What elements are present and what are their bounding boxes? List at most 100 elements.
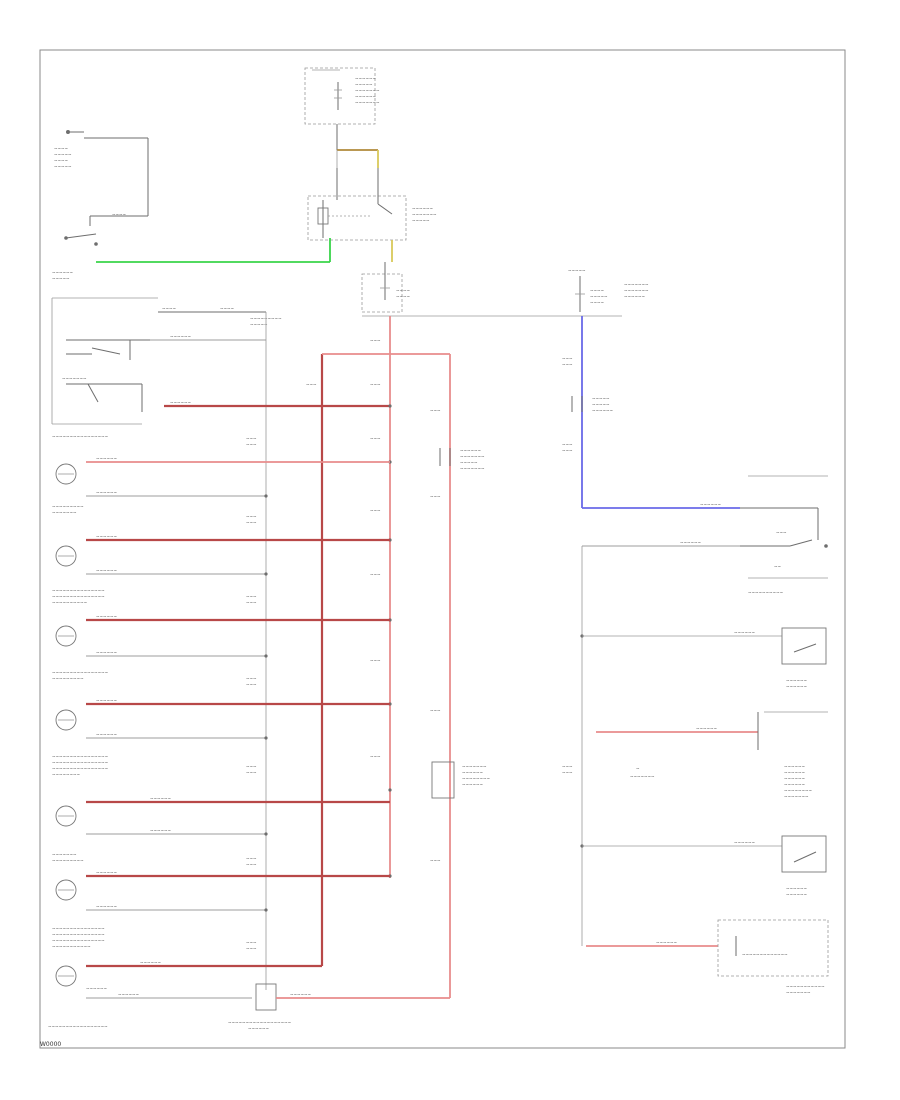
svg-text:~~~~~~: ~~~~~~ (96, 456, 118, 461)
svg-text:~~~~: ~~~~ (220, 306, 235, 311)
svg-text:~~~~~~: ~~~~~~ (96, 904, 118, 909)
svg-text:~~~~~~: ~~~~~~ (784, 764, 806, 769)
svg-text:~~~: ~~~ (370, 572, 381, 577)
shift-lever-lamp: ~~~~~~~~~~~~~~~~~~~~~~~~~~~ (431, 761, 491, 799)
svg-text:~~~: ~~~ (430, 858, 441, 863)
svg-text:~~~: ~~~ (246, 940, 257, 945)
svg-text:~~~~~: ~~~~~ (250, 322, 268, 327)
svg-text:~~~~~~~~~~~~~~~~: ~~~~~~~~~~~~~~~~ (52, 754, 109, 759)
key-lamp: ~~~~~~~~~~~~~~~~~~~~~~~~~~~~~~~~~~~~~ (430, 408, 485, 863)
svg-text:~~~: ~~~ (370, 338, 381, 343)
svg-text:~~~: ~~~ (246, 770, 257, 775)
lamp-3: ~~~~~~~~~~~~~~~~~~~~~~~~~~~~~~~~~~~~~ (52, 614, 390, 681)
svg-text:~~~~~~~~~~~: ~~~~~~~~~~~ (52, 944, 91, 949)
svg-text:~~~~~~~~~~~~~~~~: ~~~~~~~~~~~~~~~~ (52, 434, 109, 439)
svg-text:~~~: ~~~ (562, 362, 573, 367)
svg-text:~~~~~~~: ~~~~~~~ (412, 212, 437, 217)
svg-text:~~~~~~: ~~~~~~ (786, 892, 808, 897)
svg-text:~~~~~~~: ~~~~~~~ (52, 852, 77, 857)
svg-text:~~~: ~~~ (246, 594, 257, 599)
svg-text:~~~~~: ~~~~~ (355, 82, 373, 87)
svg-text:~~: ~~ (774, 564, 782, 569)
svg-text:~~~~~~~: ~~~~~~~ (462, 764, 487, 769)
svg-text:~~~~~: ~~~~~ (592, 396, 610, 401)
svg-text:~~~~~~: ~~~~~~ (412, 206, 434, 211)
interior-light-switch: ~~~~~~~~~~~~~~~~~~~~~ (700, 475, 828, 595)
diagram-border (39, 49, 846, 1049)
svg-text:~: ~ (636, 766, 640, 771)
right-door-switch: ~~~~~~~~~~~~~~~~~~ (580, 835, 827, 897)
svg-text:~~~~~~: ~~~~~~ (290, 992, 312, 997)
svg-text:~~~~~~: ~~~~~~ (624, 294, 646, 299)
bus-connectors: ~~~~~~~~~~~~~~~~~~~~~~~~ (306, 338, 392, 878)
svg-text:~~~~~~: ~~~~~~ (734, 840, 756, 845)
svg-text:~~~~~~: ~~~~~~ (96, 870, 118, 875)
svg-text:~~~~~~: ~~~~~~ (248, 1026, 270, 1031)
svg-text:~~~~~~~: ~~~~~~~ (786, 990, 811, 995)
svg-text:~~~~~~~~~~~~~~~~: ~~~~~~~~~~~~~~~~ (52, 766, 109, 771)
panel-light-control-switch: ~~~~~~~~~~~~~~~~~~~~~~~ (51, 297, 158, 439)
svg-text:~~~: ~~~ (246, 442, 257, 447)
svg-text:~~~~~~: ~~~~~~ (592, 408, 614, 413)
svg-text:~~~~~: ~~~~~ (52, 276, 70, 281)
svg-text:~~~: ~~~ (246, 600, 257, 605)
svg-text:~~~~~~: ~~~~~~ (786, 684, 808, 689)
svg-text:~~~~: ~~~~ (396, 288, 411, 293)
svg-text:~~~~~~: ~~~~~~ (696, 726, 718, 731)
svg-text:~~~~~: ~~~~~ (460, 460, 478, 465)
svg-text:~~~: ~~~ (246, 764, 257, 769)
svg-text:~~~~~~~: ~~~~~~~ (62, 376, 87, 381)
svg-text:~~~~~~~~~: ~~~~~~~~~ (52, 858, 84, 863)
svg-text:~~~~~~~~~~~~~~~~~~: ~~~~~~~~~~~~~~~~~~ (228, 1020, 292, 1025)
svg-text:~~~~~: ~~~~~ (592, 402, 610, 407)
svg-text:~~~~~~~: ~~~~~~~ (624, 282, 649, 287)
svg-text:~~~: ~~~ (246, 514, 257, 519)
svg-text:~~~~~~: ~~~~~~ (786, 678, 808, 683)
lamp-7: ~~~~~~~~~~~~~~~~~~~~~~~~~~~~~~~~~~~ (48, 960, 322, 1029)
svg-text:~~~~~~~~: ~~~~~~~~ (462, 776, 491, 781)
svg-text:~~~~~~~~~~: ~~~~~~~~~~ (748, 590, 784, 595)
svg-text:~~~~~~~~: ~~~~~~~~ (52, 772, 81, 777)
svg-text:~~~~~~~~~~~~~~~: ~~~~~~~~~~~~~~~ (52, 588, 105, 593)
svg-text:~~~~~~~~~~~~~: ~~~~~~~~~~~~~ (742, 952, 788, 957)
svg-text:~~~: ~~~ (370, 658, 381, 663)
svg-text:~~~~~~: ~~~~~~ (462, 770, 484, 775)
lamp-4: ~~~~~~~~~~~~~~~~~~~~~~~~~~~~~~~~~~~~~~~~… (52, 698, 390, 777)
svg-text:~~~~~~: ~~~~~~ (786, 886, 808, 891)
svg-text:~~~: ~~~ (306, 382, 317, 387)
svg-text:~~~~~~: ~~~~~~ (96, 534, 118, 539)
svg-text:~~~~~: ~~~~~ (412, 218, 430, 223)
svg-text:~~~~~~~~~~: ~~~~~~~~~~ (52, 600, 88, 605)
svg-text:~~~~~~: ~~~~~~ (52, 270, 74, 275)
svg-text:~~~~~~~~: ~~~~~~~~ (784, 788, 813, 793)
svg-text:~~~: ~~~ (246, 682, 257, 687)
svg-text:~~~: ~~~ (246, 436, 257, 441)
svg-text:~~~: ~~~ (246, 856, 257, 861)
fuse-relay-box: ~~~~~~~~~~~~~~~~~~~~~~~~~~~~~~~ (304, 67, 380, 125)
svg-text:~~~~~: ~~~~~ (568, 268, 586, 273)
svg-text:~~~: ~~~ (370, 754, 381, 759)
svg-text:~~~~~~~~~: ~~~~~~~~~ (52, 676, 84, 681)
svg-text:~~~: ~~~ (370, 382, 381, 387)
lamp-5: ~~~~~~~~~~~~~~~~~~~~~~~~~~~~ (52, 796, 390, 863)
svg-text:~~~: ~~~ (430, 494, 441, 499)
svg-text:~~~~~~: ~~~~~~ (355, 94, 377, 99)
svg-text:~~~~~: ~~~~~ (54, 164, 72, 169)
svg-text:~~~: ~~~ (370, 436, 381, 441)
svg-text:~~~~~~: ~~~~~~ (96, 490, 118, 495)
svg-text:~~~: ~~~ (562, 442, 573, 447)
svg-text:~~~: ~~~ (246, 946, 257, 951)
svg-text:~~~~~~~: ~~~~~~~ (630, 774, 655, 779)
svg-text:~~~~~~: ~~~~~~ (96, 568, 118, 573)
svg-text:~~~~: ~~~~ (590, 288, 605, 293)
svg-text:~~~: ~~~ (246, 676, 257, 681)
svg-text:~~~~: ~~~~ (590, 300, 605, 305)
svg-text:~~~~~~: ~~~~~~ (462, 782, 484, 787)
svg-text:~~~~~~~: ~~~~~~~ (355, 88, 380, 93)
svg-text:~~~~~~: ~~~~~~ (86, 986, 108, 991)
svg-text:~~~~~~~~~~~~~~~: ~~~~~~~~~~~~~~~ (52, 926, 105, 931)
svg-text:~~~~~~: ~~~~~~ (656, 940, 678, 945)
svg-text:~~~~~~: ~~~~~~ (784, 776, 806, 781)
instrument-cluster-right: ~~~~~~~~~~~~~~~~~~~~~~~~~~~~~~~~~~~~~ (586, 919, 829, 995)
